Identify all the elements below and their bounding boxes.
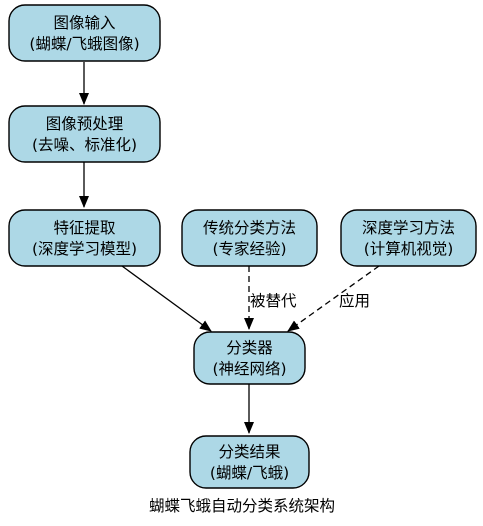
node-feature-extraction-title: 特征提取 — [53, 219, 115, 237]
node-image-input-subtitle: (蝴蝶/飞蛾图像) — [29, 35, 139, 53]
node-deep-learning-method: 深度学习方法 (计算机视觉) — [340, 209, 477, 267]
node-traditional-method: 传统分类方法 (专家经验) — [181, 209, 318, 267]
diagram-caption: 蝴蝶飞蛾自动分类系统架构 — [149, 497, 335, 515]
node-classifier: 分类器 (神经网络) — [193, 331, 306, 385]
node-classifier-title: 分类器 — [226, 339, 273, 357]
edge-label-replaced: 被替代 — [250, 292, 297, 310]
node-preprocess-subtitle: (去噪、标准化) — [32, 136, 137, 154]
node-feature-extraction-subtitle: (深度学习模型) — [32, 240, 137, 258]
edge-feature-to-classifier — [121, 265, 212, 332]
node-traditional-method-title: 传统分类方法 — [203, 219, 296, 237]
edge-deep-to-classifier — [287, 265, 380, 332]
node-classification-result-title: 分类结果 — [218, 443, 280, 461]
node-image-input: 图像输入 (蝴蝶/飞蛾图像) — [8, 4, 161, 62]
node-deep-learning-method-title: 深度学习方法 — [362, 219, 455, 237]
node-classification-result: 分类结果 (蝴蝶/飞蛾) — [189, 435, 310, 489]
edge-label-applied: 应用 — [339, 291, 370, 310]
node-image-input-title: 图像输入 — [53, 14, 115, 32]
node-feature-extraction: 特征提取 (深度学习模型) — [8, 209, 161, 267]
node-preprocess-title: 图像预处理 — [46, 115, 124, 133]
node-traditional-method-subtitle: (专家经验) — [212, 240, 286, 258]
node-deep-learning-method-subtitle: (计算机视觉) — [364, 239, 454, 258]
node-classification-result-subtitle: (蝴蝶/飞蛾) — [210, 464, 289, 482]
node-classifier-subtitle: (神经网络) — [212, 360, 286, 378]
node-preprocess: 图像预处理 (去噪、标准化) — [8, 105, 161, 163]
